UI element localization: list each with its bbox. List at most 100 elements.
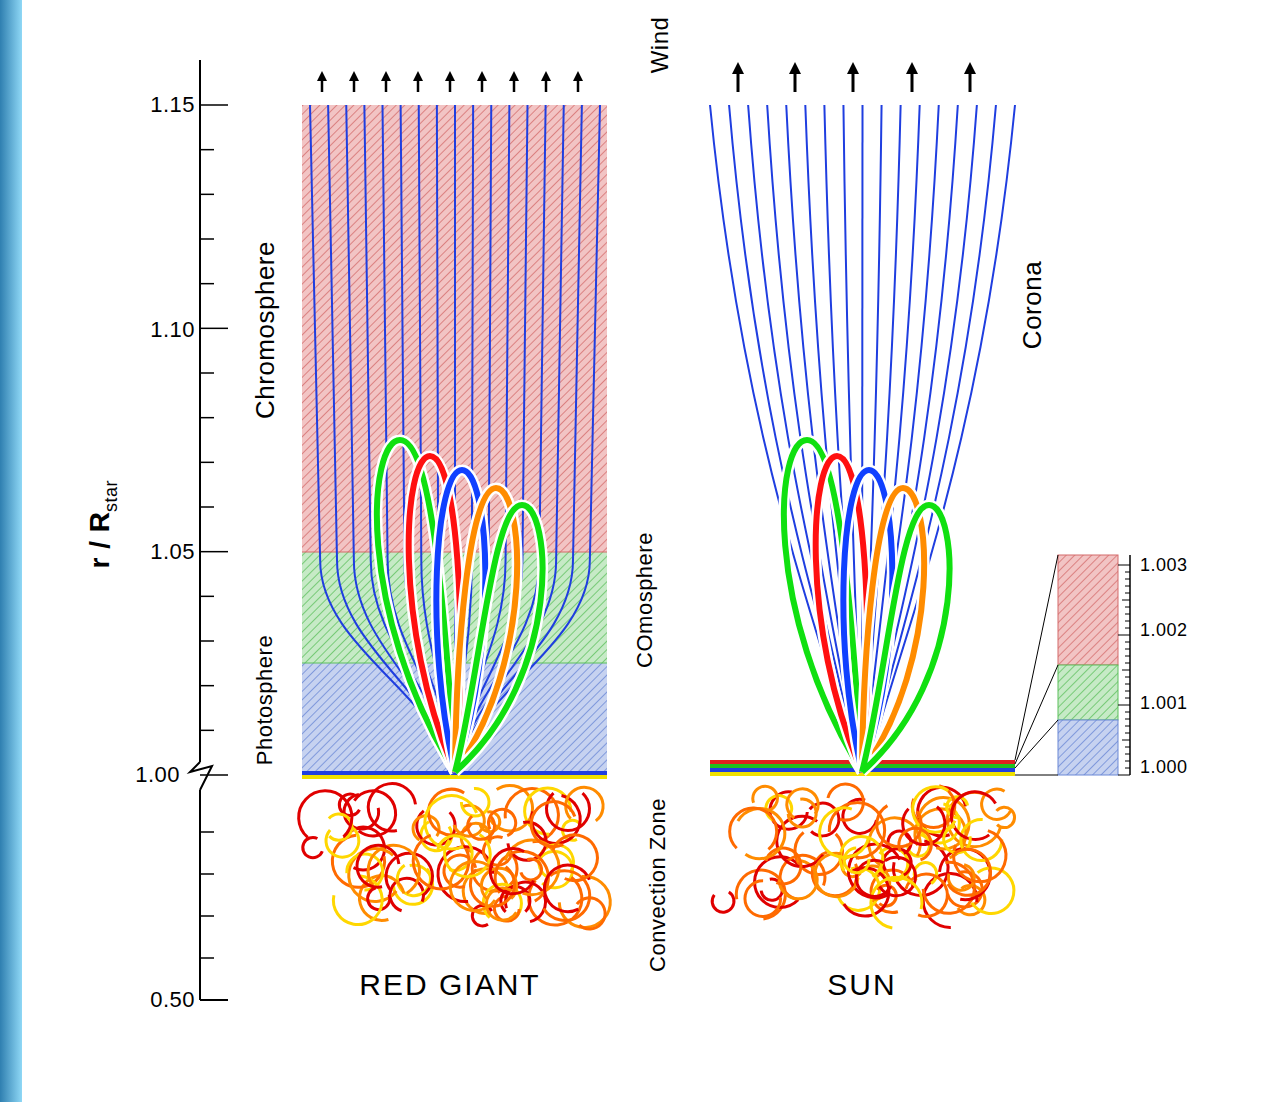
axis-title: r / R: [86, 512, 114, 569]
convection-eddy: [303, 837, 323, 857]
minor-tick: [200, 462, 214, 464]
convection-eddy: [450, 861, 495, 910]
wind-arrow: [737, 68, 740, 92]
wind-arrow: [794, 68, 797, 92]
convection-eddy: [490, 849, 533, 894]
wind-arrow: [481, 76, 484, 92]
minor-tick: [200, 873, 214, 875]
major-tick: [200, 104, 228, 106]
convection-eddy: [820, 808, 869, 857]
scale-tick: [1125, 761, 1130, 762]
major-tick: [200, 551, 228, 553]
convection-eddy: [357, 845, 399, 887]
region-label: Chromosphere: [252, 241, 278, 419]
scale-tick: [1125, 719, 1130, 720]
inset-band: [1058, 665, 1118, 720]
convection-eddy: [948, 865, 974, 890]
scale-number: 1.003: [1140, 556, 1188, 574]
wind-label: Wind: [648, 17, 672, 74]
convection-eddy: [913, 787, 955, 832]
inset-band: [1058, 720, 1118, 775]
surface-line: [302, 775, 607, 779]
scale-tick: [1125, 712, 1130, 713]
minor-tick: [200, 915, 214, 917]
magnetic-loop: [862, 505, 950, 772]
convection-eddy: [745, 881, 781, 917]
minor-tick: [200, 506, 214, 508]
wind-arrow: [321, 76, 324, 92]
wind-arrow: [513, 76, 516, 92]
minor-tick: [200, 730, 214, 732]
region-label: Corona: [1019, 261, 1045, 349]
minor-tick: [200, 283, 214, 285]
scale-tick: [1122, 600, 1130, 601]
axis-number: 1.15: [150, 94, 195, 116]
convection-eddy: [354, 791, 395, 836]
axis-subscript: star: [102, 480, 120, 512]
scale-tick: [1125, 628, 1130, 629]
convection-eddy: [972, 868, 1014, 913]
inset-band: [1058, 555, 1118, 665]
convection-eddy: [766, 848, 801, 884]
minor-tick: [200, 685, 214, 687]
convection-eddy: [815, 853, 858, 896]
wind-arrow: [969, 68, 972, 92]
axis-number: 0.50: [150, 989, 195, 1011]
convection-eddy: [712, 892, 734, 912]
wind-arrow: [911, 68, 914, 92]
scale-tick: [1125, 642, 1130, 643]
scale-tick: [1125, 614, 1130, 615]
minor-tick: [200, 417, 214, 419]
scale-tick: [1125, 691, 1130, 692]
side-strip: [0, 0, 22, 1102]
scale-tick: [1125, 747, 1130, 748]
convection-eddy: [544, 865, 589, 912]
axis: [190, 60, 228, 1000]
sun-layer: [710, 772, 1015, 776]
convection-eddy: [468, 816, 495, 839]
convection-eddy: [531, 802, 575, 847]
scale-tick: [1118, 565, 1130, 566]
scale-tick: [1125, 733, 1130, 734]
scale-tick: [1118, 635, 1130, 636]
wind-arrow: [577, 76, 580, 92]
scale-tick: [1125, 698, 1130, 699]
convection-eddy: [844, 848, 869, 873]
convection-eddy: [899, 828, 931, 859]
scale-tick: [1122, 670, 1130, 671]
region-label: Convection Zone: [647, 798, 669, 972]
convection-eddy: [329, 814, 352, 840]
scale-tick: [1125, 593, 1130, 594]
major-tick: [200, 774, 228, 776]
convection-eddy: [566, 787, 603, 821]
scale-tick: [1118, 705, 1130, 706]
wind-arrow: [385, 76, 388, 92]
wind-arrow: [353, 76, 356, 92]
minor-tick: [200, 831, 214, 833]
convection-eddy: [788, 799, 816, 827]
convection-eddy: [553, 835, 597, 881]
major-tick: [200, 328, 228, 330]
scale-tick: [1125, 768, 1130, 769]
convection-eddy: [413, 835, 469, 889]
scale-tick: [1125, 726, 1130, 727]
scale-tick: [1125, 586, 1130, 587]
scale-tick: [1125, 656, 1130, 657]
region-label: COmosphere: [634, 532, 656, 668]
scale-tick: [1125, 649, 1130, 650]
scale-tick: [1125, 572, 1130, 573]
convection-eddy: [856, 860, 890, 896]
convection-eddy: [730, 808, 777, 849]
region-label: Photosphere: [254, 635, 276, 765]
convection-eddy: [948, 849, 991, 895]
minor-tick: [200, 596, 214, 598]
scale-tick: [1118, 775, 1130, 776]
scale-number: 1.002: [1140, 621, 1188, 639]
convection-eddy: [736, 870, 785, 919]
scale-tick: [1125, 579, 1130, 580]
magnetic-loop: [455, 505, 543, 772]
inset-leader: [1015, 555, 1058, 775]
convection-eddy: [951, 792, 995, 840]
convection-eddy: [521, 859, 542, 880]
